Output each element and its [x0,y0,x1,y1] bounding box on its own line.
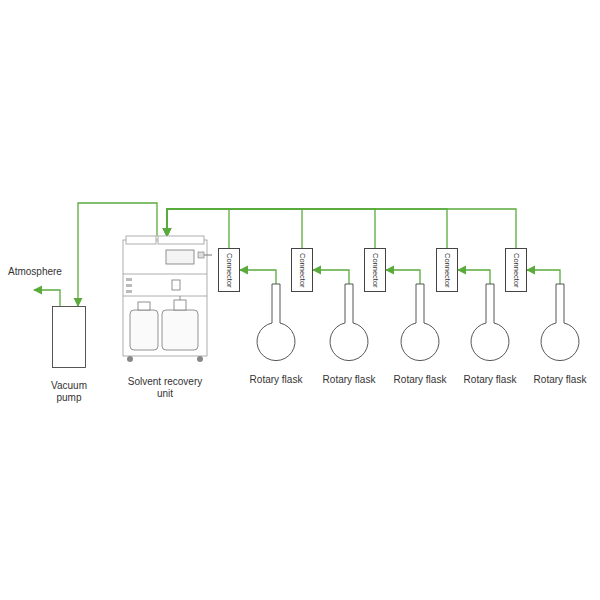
flow-line [527,270,560,284]
unit-part [126,284,132,287]
unit-part [130,310,158,350]
unit-part [166,250,194,264]
flask-outline [540,284,590,362]
unit-part [126,290,132,293]
flow-line [167,209,447,248]
unit-part [123,296,207,297]
unit-part [123,240,207,356]
flask-body [471,284,509,361]
connector-label: Connector [443,253,452,288]
node-caption: Rotary flask [323,374,376,386]
pump-outline [52,306,96,368]
flow-line [458,270,490,284]
flow-line [386,270,420,284]
vacuum-pump: Vacuum pump [52,306,86,368]
connector-label: Connector [225,253,234,288]
flask-body [330,284,368,361]
exhaust-line [34,290,60,306]
flow-line [167,209,516,248]
flow-line [240,270,276,284]
rotary-flask: Rotary flask [400,284,440,362]
connector-box: Connector [291,248,313,292]
unit-part [174,300,186,310]
unit-part [204,255,212,256]
rotary-flask: Rotary flask [256,284,296,362]
node-caption: Vacuum pump [39,380,99,404]
pump-box [53,307,86,368]
unit-illustration [122,236,218,364]
unit-part [126,278,132,281]
node-caption: Rotary flask [464,374,517,386]
unit-part [172,280,180,290]
flask-outline [329,284,379,362]
unit-part [123,274,207,275]
unit-part [198,252,204,258]
connector-box: Connector [364,248,386,292]
node-caption: Rotary flask [394,374,447,386]
connector-label: Connector [512,253,521,288]
rotary-flask: Rotary flask [540,284,580,362]
flask-outline [256,284,306,362]
flask-body [257,284,295,361]
rotary-flask: Rotary flask [329,284,369,362]
flask-body [401,284,439,361]
unit-part [127,356,133,362]
rotary-flask: Rotary flask [470,284,510,362]
outlet-label: Atmosphere [8,266,62,278]
connector-label: Connector [371,253,380,288]
connector-label: Connector [298,253,307,288]
connector-box: Connector [436,248,458,292]
connector-box: Connector [505,248,527,292]
unit-part [197,356,203,362]
unit-part [162,310,198,350]
unit-part [158,236,204,244]
node-caption: Rotary flask [534,374,587,386]
connector-box: Connector [218,248,240,292]
unit-part [180,296,181,300]
flask-outline [400,284,450,362]
node-caption: Rotary flask [250,374,303,386]
flask-outline [470,284,520,362]
unit-part [126,236,156,244]
node-caption: Solvent recovery unit [125,376,205,400]
flow-line [313,270,349,284]
solvent-recovery-unit: Solvent recovery unit [122,236,208,364]
unit-part [138,302,150,310]
flask-body [541,284,579,361]
